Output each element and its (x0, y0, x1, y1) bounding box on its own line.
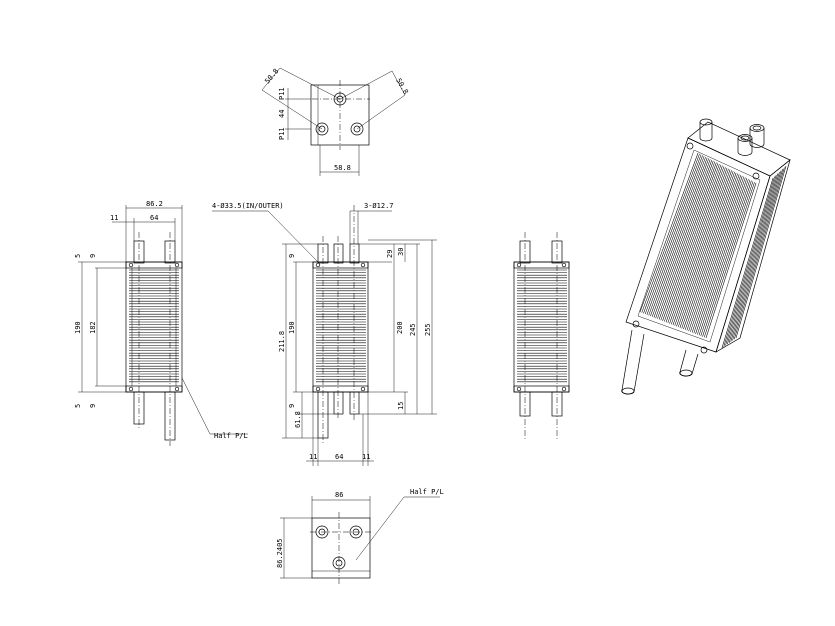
fin-line (735, 165, 787, 339)
fin-line (662, 163, 719, 321)
fin-line (671, 167, 726, 325)
fin-line (677, 170, 732, 328)
dim-top-diag-right: 50.8 (394, 77, 409, 96)
dim-left-bot-gap-b: 9 (89, 404, 97, 408)
fin-line (723, 176, 775, 347)
fin-line (650, 157, 708, 317)
fin-line (698, 179, 751, 336)
fin-stack (316, 269, 366, 383)
dim-top-v3: P11 (278, 127, 286, 140)
front-view-right (513, 232, 570, 440)
fin-line (690, 175, 743, 332)
dim-center-top-29: 29 (386, 250, 394, 258)
fin-line (657, 160, 714, 319)
dim-center-bot-64: 64 (335, 453, 343, 461)
dim-center-h-255: 255 (424, 323, 432, 336)
fin-stack (517, 269, 567, 383)
fin-line (732, 168, 784, 341)
fin-line (686, 174, 740, 331)
fin-line (697, 178, 749, 335)
fin-line (728, 171, 780, 344)
dim-top-width: 58.8 (334, 164, 351, 172)
fin-line (679, 171, 734, 328)
dim-left-top-gap-a: 5 (74, 254, 82, 258)
fin-line (695, 178, 748, 334)
fin-line (733, 167, 785, 340)
fin-line (676, 169, 731, 327)
fin-line (665, 164, 722, 323)
fin-line (672, 167, 728, 326)
dim-center-top-30: 30 (397, 248, 405, 256)
fin-line (693, 177, 746, 334)
fin-line (660, 162, 717, 321)
dim-center-bot-9: 9 (288, 404, 296, 408)
dim-center-top-left: 9 (288, 254, 296, 258)
dim-left-height-a: 190 (74, 321, 82, 334)
fin-line (688, 175, 741, 332)
dim-center-pipe-618: 61.8 (294, 411, 302, 428)
dim-center-bot-11b: 11 (362, 453, 370, 461)
callout-pipe-od: 4-Ø33.5(IN/OUTER) (212, 202, 284, 210)
dim-top-v2: 44 (278, 110, 286, 118)
fin-line (684, 173, 738, 330)
fin-line (704, 182, 755, 338)
fin-line (683, 172, 737, 330)
fin-line (651, 158, 709, 317)
callout-hole-dia: 3-Ø12.7 (364, 202, 394, 210)
dim-center-bot-15: 15 (397, 402, 405, 410)
fin-line (726, 173, 779, 345)
fin-line (655, 160, 712, 319)
bottom-view: 86 86.2405 Half P/L (276, 488, 444, 584)
dim-bottom-width: 86 (335, 491, 343, 499)
front-view-left: 86.2 11 64 5 9 190 182 5 9 Half P/L (74, 200, 248, 446)
dim-center-h-200: 200 (396, 321, 404, 334)
fin-line (669, 166, 725, 324)
fin-line (721, 177, 774, 349)
fin-line (681, 171, 735, 329)
fin-stack (721, 165, 787, 349)
fin-line (702, 181, 754, 337)
dim-left-offset: 11 (110, 214, 118, 222)
fin-line (646, 156, 705, 315)
dim-left-top-gap-b: 9 (89, 254, 97, 258)
fin-stack (639, 152, 757, 339)
fin-line (664, 163, 720, 322)
dim-center-h-inner: 190 (288, 321, 296, 334)
dim-center-bot-11a: 11 (309, 453, 317, 461)
dim-bottom-height: 86.2405 (276, 538, 284, 568)
fin-line (648, 156, 706, 316)
front-view-center: 4-Ø33.5(IN/OUTER) 3-Ø12.7 9 190 211.8 9 … (212, 202, 437, 466)
dim-center-h-outer: 211.8 (278, 331, 286, 352)
dim-top-v1: P11 (278, 87, 286, 100)
fin-stack (129, 269, 179, 383)
fin-line (725, 174, 777, 346)
fin-line (643, 154, 702, 314)
dim-left-bot-gap-a: 5 (74, 404, 82, 408)
isometric-view (621, 118, 791, 395)
dim-center-h-245: 245 (409, 323, 417, 336)
fin-line (639, 152, 699, 313)
fin-line (674, 168, 729, 326)
fin-line (700, 180, 752, 337)
dim-left-core-width: 64 (150, 214, 158, 222)
fin-line (730, 170, 782, 342)
top-view: 58.8 P11 44 P11 50.8 50.8 (261, 67, 410, 176)
dim-left-height-b: 182 (89, 321, 97, 334)
fin-line (705, 182, 757, 339)
fin-line (658, 161, 716, 320)
dim-left-overall-width: 86.2 (146, 200, 163, 208)
label-half-pl-bottom: Half P/L (410, 488, 444, 496)
fin-line (691, 176, 745, 333)
dim-top-diag-left: 50.8 (263, 67, 280, 85)
fin-line (653, 159, 711, 318)
fin-line (667, 165, 723, 324)
fin-line (641, 153, 700, 313)
label-half-pl-left: Half P/L (214, 432, 248, 440)
fin-line (644, 155, 703, 315)
